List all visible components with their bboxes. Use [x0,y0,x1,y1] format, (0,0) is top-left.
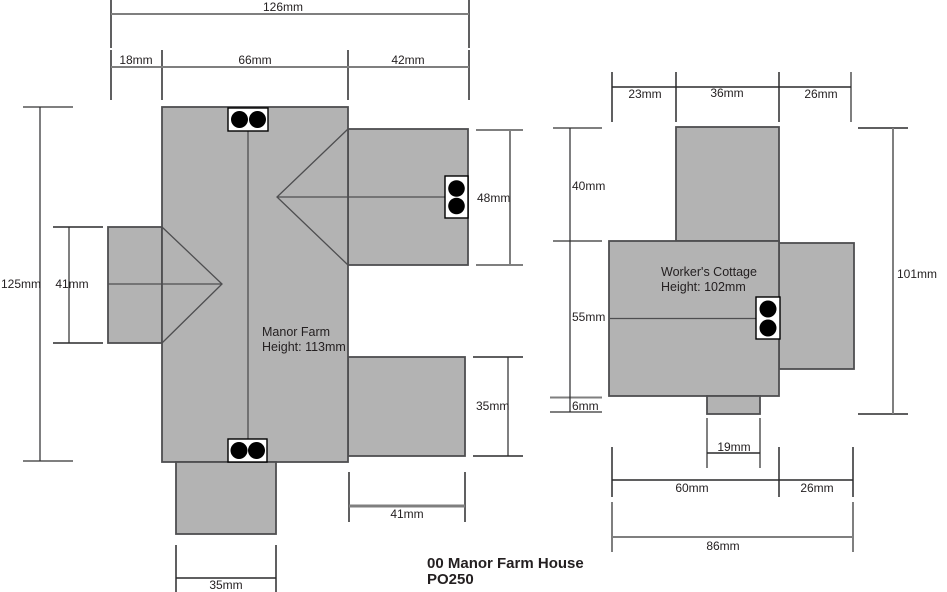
manor-height-label: Height: 113mm [262,340,346,354]
dim-label-side-total: 125mm [1,277,41,291]
dim-label-cottage-side-lower: 6mm [572,399,599,413]
cottage-chimney [755,296,781,340]
dim-label-top-mid: 66mm [238,53,271,67]
manor-porch [175,461,277,535]
dim-label-lower-right-width: 41mm [390,507,423,521]
dim-label-top-total: 126mm [263,0,303,14]
cottage-plan: Worker's Cottage Height: 102mm [608,126,855,415]
title-line-1: 00 Manor Farm House [427,555,584,572]
dim-label-top-left: 18mm [119,53,152,67]
manor-top-chimney [227,107,269,132]
dim-label-cottage-side-total: 101mm [897,267,937,281]
manor-dimensions: 126mm 18mm 66mm 42mm 125mm 41mm 48mm 35m… [1,0,523,592]
manor-left-wing [107,226,163,344]
chimney-pot-icon [249,111,266,128]
drawing-title: 00 Manor Farm House PO250 [427,555,584,588]
chimney-pot-icon [248,442,265,459]
dim-label-cottage-bottom-total: 86mm [706,539,739,553]
dim-label-top-right: 42mm [391,53,424,67]
dim-label-cottage-side-upper: 40mm [572,179,605,193]
chimney-pot-icon [230,442,248,459]
dim-label-cottage-top-right: 26mm [804,87,837,101]
title-line-2: PO250 [427,571,474,588]
dim-label-cottage-bottom-right: 26mm [800,481,833,495]
dim-label-cottage-top-mid: 36mm [710,86,743,100]
dim-label-cottage-side-mid: 55mm [572,310,605,324]
manor-name-label: Manor Farm [262,325,330,339]
dim-label-right-wing: 48mm [477,191,510,205]
manor-roof-lines [108,108,447,461]
cottage-right-wing [778,242,855,370]
cottage-bottom-chimney-base [706,395,761,415]
chimney-pot-icon [448,197,465,215]
dim-label-lower-right-height: 35mm [476,399,509,413]
manor-lower-right-wing [347,356,466,457]
chimney-pot-icon [231,111,248,128]
manor-plan: Manor Farm Height: 113mm [107,106,469,535]
chimney-pot-icon [448,180,465,197]
dim-label-cottage-top-left: 23mm [628,87,661,101]
manor-right-chimney [444,175,469,219]
chimney-pot-icon [759,300,777,318]
manor-bottom-chimney [227,438,268,463]
cottage-top-wing [675,126,780,242]
dim-label-cottage-chimney-width: 19mm [717,440,750,454]
cottage-name-label: Worker's Cottage [661,265,757,279]
cottage-height-label: Height: 102mm [661,280,746,294]
cottage-dimensions: 23mm 36mm 26mm 40mm 55mm 6mm 101mm 19mm … [550,72,937,553]
dim-label-left-wing: 41mm [55,277,88,291]
chimney-pot-icon [759,319,777,337]
dim-label-porch-width: 35mm [209,578,242,592]
dim-label-cottage-bottom-left: 60mm [675,481,708,495]
